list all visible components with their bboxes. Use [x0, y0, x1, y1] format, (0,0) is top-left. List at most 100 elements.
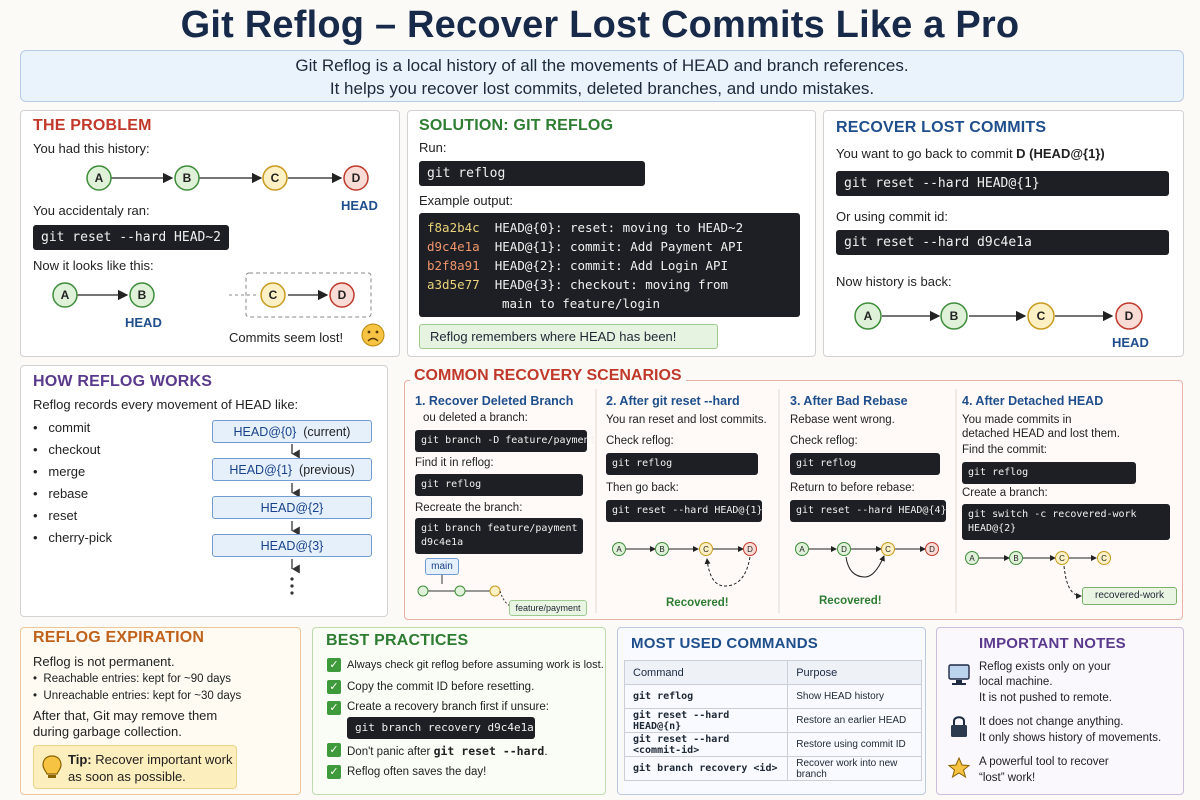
node-c [262, 165, 288, 191]
recover-back-text: Now history is back: [836, 274, 952, 289]
svg-text:B: B [1013, 554, 1018, 563]
best-item: Don't panic after git reset --hard. [347, 744, 548, 758]
s2-title: 2. After git reset --hard [606, 394, 740, 408]
intro-line-2: It helps you recover lost commits, delet… [329, 79, 875, 98]
problem-ran-text: You accidentaly ran: [33, 203, 150, 218]
problem-lost-text: Commits seem lost! [229, 330, 344, 345]
col-purpose: Purpose [787, 660, 922, 685]
s2-check: Check reflog: [606, 435, 674, 447]
page-title: Git Reflog – Recover Lost Commits Like a… [180, 4, 1020, 46]
how-heading: HOW REFLOG WORKS [33, 373, 213, 390]
s4-create: Create a branch: [962, 487, 1048, 499]
s4-find: Find the commit: [962, 444, 1047, 456]
note-1a: Reflog exists only on your [979, 661, 1111, 673]
s2-recovered: Recovered! [666, 597, 729, 609]
how-item: • commit [33, 420, 91, 435]
table-row: git reset --hard <commit-id>Restore usin… [623, 732, 922, 757]
best-item: Reflog often saves the day! [347, 766, 487, 778]
how-item: • checkout [33, 442, 101, 457]
s1-find: Find it in reflog: [415, 457, 494, 469]
ref-head-0: HEAD@{0} (current) [212, 420, 372, 443]
how-item: • cherry-pick [33, 530, 112, 545]
check-icon: ✓ [327, 680, 341, 694]
col-command: Command [623, 660, 789, 685]
scenario-dividers [595, 389, 957, 613]
reflog-row: b2f8a91 HEAD@{2}: commit: Add Login API [427, 258, 729, 273]
reset-id-command: git reset --hard d9c4e1a [836, 230, 1169, 255]
recover-panel: RECOVER LOST COMMITS You want to go back… [823, 110, 1184, 357]
notes-heading: IMPORTANT NOTES [979, 635, 1126, 652]
note-2b: It only shows history of movements. [979, 732, 1162, 744]
svg-text:D: D [929, 545, 935, 554]
best-item: Always check git reflog before assuming … [347, 659, 604, 671]
svg-text:D: D [747, 545, 753, 554]
problem-head-label-2: HEAD [125, 315, 162, 330]
s4-reflog-command: git reflog [962, 462, 1136, 484]
note-3b: “lost” work! [979, 772, 1036, 784]
solution-panel: SOLUTION: GIT REFLOG Run: git reflog Exa… [407, 110, 816, 357]
how-intro: Reflog records every movement of HEAD li… [33, 397, 299, 412]
ref-head-3: HEAD@{3} [212, 534, 372, 557]
node-a [86, 165, 112, 191]
svg-text:D: D [352, 171, 361, 185]
how-panel: HOW REFLOG WORKS Reflog records every mo… [20, 365, 388, 617]
sad-face-icon [361, 323, 385, 347]
svg-text:C: C [269, 288, 278, 302]
how-item: • rebase [33, 486, 89, 501]
svg-text:A: A [95, 171, 104, 185]
check-icon: ✓ [327, 701, 341, 715]
s2-sub: You ran reset and lost commits. [606, 414, 767, 426]
svg-text:A: A [61, 288, 70, 302]
problem-panel: THE PROBLEM You had this history: A B C … [20, 110, 400, 357]
how-item: • merge [33, 464, 86, 479]
expiration-panel: REFLOG EXPIRATION Reflog is not permanen… [20, 627, 301, 795]
svg-text:B: B [950, 309, 959, 323]
reset-command: git reset --hard HEAD~2 [33, 225, 229, 250]
notes-icons [947, 664, 971, 779]
svg-text:D: D [338, 288, 347, 302]
svg-text:D: D [841, 545, 847, 554]
reflog-row: f8a2b4c HEAD@{0}: reset: moving to HEAD~… [427, 220, 744, 235]
s4-graph: A B C C [965, 551, 1111, 599]
s1-sub: ou deleted a branch: [423, 412, 528, 424]
s4-branch-label: recovered-work [1082, 587, 1177, 605]
check-icon: ✓ [327, 658, 341, 672]
s1-title: 1. Recover Deleted Branch [415, 394, 574, 408]
recover-want-text: You want to go back to commit D (HEAD@{1… [836, 146, 1105, 161]
solution-example-text: Example output: [419, 193, 513, 208]
s2-graph: A B C D [612, 542, 757, 587]
s4-sub-2: detached HEAD and lost them. [962, 428, 1120, 440]
svg-text:C: C [1101, 554, 1107, 563]
s3-reflog-command: git reflog [790, 453, 940, 475]
tip-box: Tip: Recover important work as soon as p… [33, 745, 237, 789]
svg-text:B: B [659, 545, 664, 554]
s3-recovered: Recovered! [819, 595, 882, 607]
reset-head-command: git reset --hard HEAD@{1} [836, 171, 1169, 196]
expiration-bullet: • Unreachable entries: kept for ~30 days [33, 690, 242, 702]
star-icon [947, 756, 971, 779]
commands-heading: MOST USED COMMANDS [631, 635, 818, 652]
note-3a: A powerful tool to recover [979, 756, 1109, 768]
s2-then: Then go back: [606, 482, 679, 494]
reflog-output: f8a2b4c HEAD@{0}: reset: moving to HEAD~… [419, 213, 800, 317]
s3-sub: Rebase went wrong. [790, 414, 895, 426]
svg-text:B: B [183, 171, 192, 185]
how-item: • reset [33, 508, 78, 523]
lock-icon [951, 716, 967, 737]
recover-or-text: Or using commit id: [836, 209, 948, 224]
expiration-after-2: during garbage collection. [33, 724, 182, 739]
ref-head-1: HEAD@{1} (previous) [212, 458, 372, 481]
note-2a: It does not change anything. [979, 716, 1124, 728]
s1-recreate: Recreate the branch: [415, 502, 523, 514]
intro-box: Git Reflog is a local history of all the… [20, 50, 1184, 102]
s1-graph [417, 575, 516, 608]
svg-text:C: C [885, 545, 891, 554]
tip-line-2: as soon as possible. [68, 769, 186, 784]
table-row: git reset --hard HEAD@{n}Restore an earl… [623, 708, 922, 733]
scenarios-heading: COMMON RECOVERY SCENARIOS [410, 367, 686, 385]
solution-run-text: Run: [419, 140, 447, 155]
svg-text:A: A [616, 545, 622, 554]
ref-head-2: HEAD@{2} [212, 496, 372, 519]
